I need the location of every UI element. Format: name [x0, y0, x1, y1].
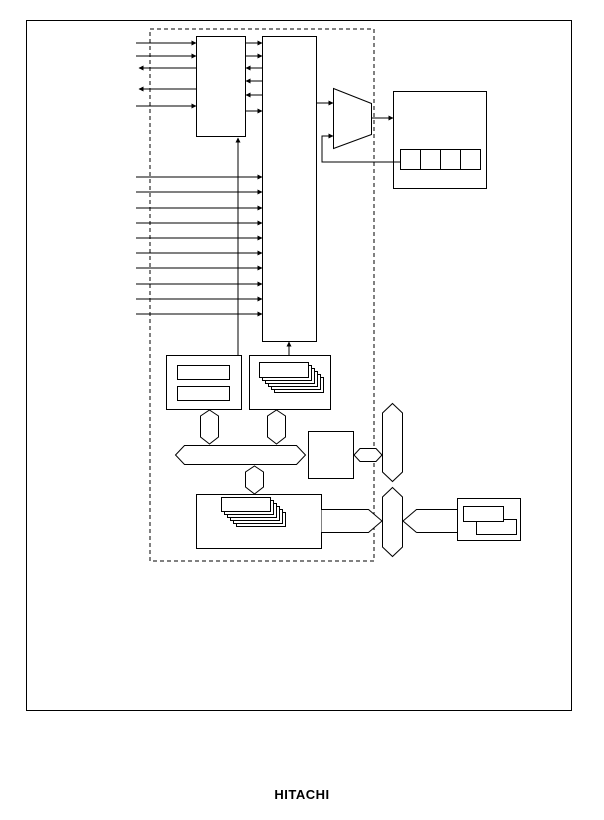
brand-logo: HITACHI — [274, 787, 330, 802]
memory-stack-pages — [259, 362, 324, 393]
register-block — [166, 355, 242, 410]
chip-boundary-dashed — [149, 28, 375, 562]
bus-connector-memory — [267, 409, 286, 445]
feedback-line — [321, 133, 400, 163]
control-to-main-lines — [245, 40, 263, 114]
external-bus-upper — [382, 402, 403, 483]
control-block — [196, 36, 246, 137]
bus-connector-lower — [245, 465, 264, 495]
external-bus-lower — [382, 486, 403, 558]
lower-bus-link — [321, 509, 383, 533]
lower-memory-pages — [221, 497, 286, 527]
external-device-link — [402, 509, 458, 533]
main-input-lines — [136, 174, 263, 317]
external-device-page-front — [463, 506, 504, 522]
control-signal-lines — [136, 40, 197, 109]
register-1 — [177, 365, 230, 380]
bus-connector-register — [200, 409, 219, 445]
peripheral-block — [393, 91, 487, 189]
bus-link-short — [353, 448, 383, 462]
bus-interface-block — [308, 431, 354, 479]
main-block — [262, 36, 317, 342]
internal-bus — [174, 445, 307, 465]
peripheral-register-cells — [400, 149, 481, 170]
register-2 — [177, 386, 230, 401]
page-frame — [26, 20, 572, 711]
multiplexer — [333, 87, 372, 150]
